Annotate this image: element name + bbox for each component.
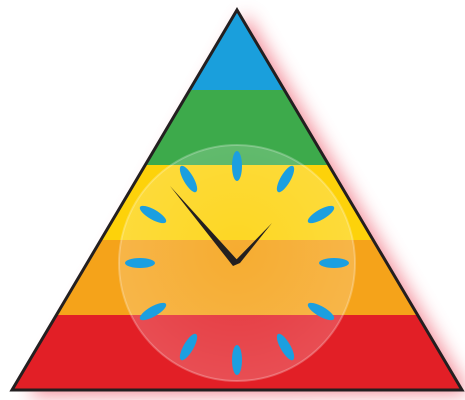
clock-marker-9 <box>125 258 155 268</box>
clock-marker-3 <box>319 258 349 268</box>
clock-marker-12 <box>232 151 242 181</box>
clock-marker-6 <box>232 345 242 375</box>
pyramid-layer-top <box>0 0 465 90</box>
